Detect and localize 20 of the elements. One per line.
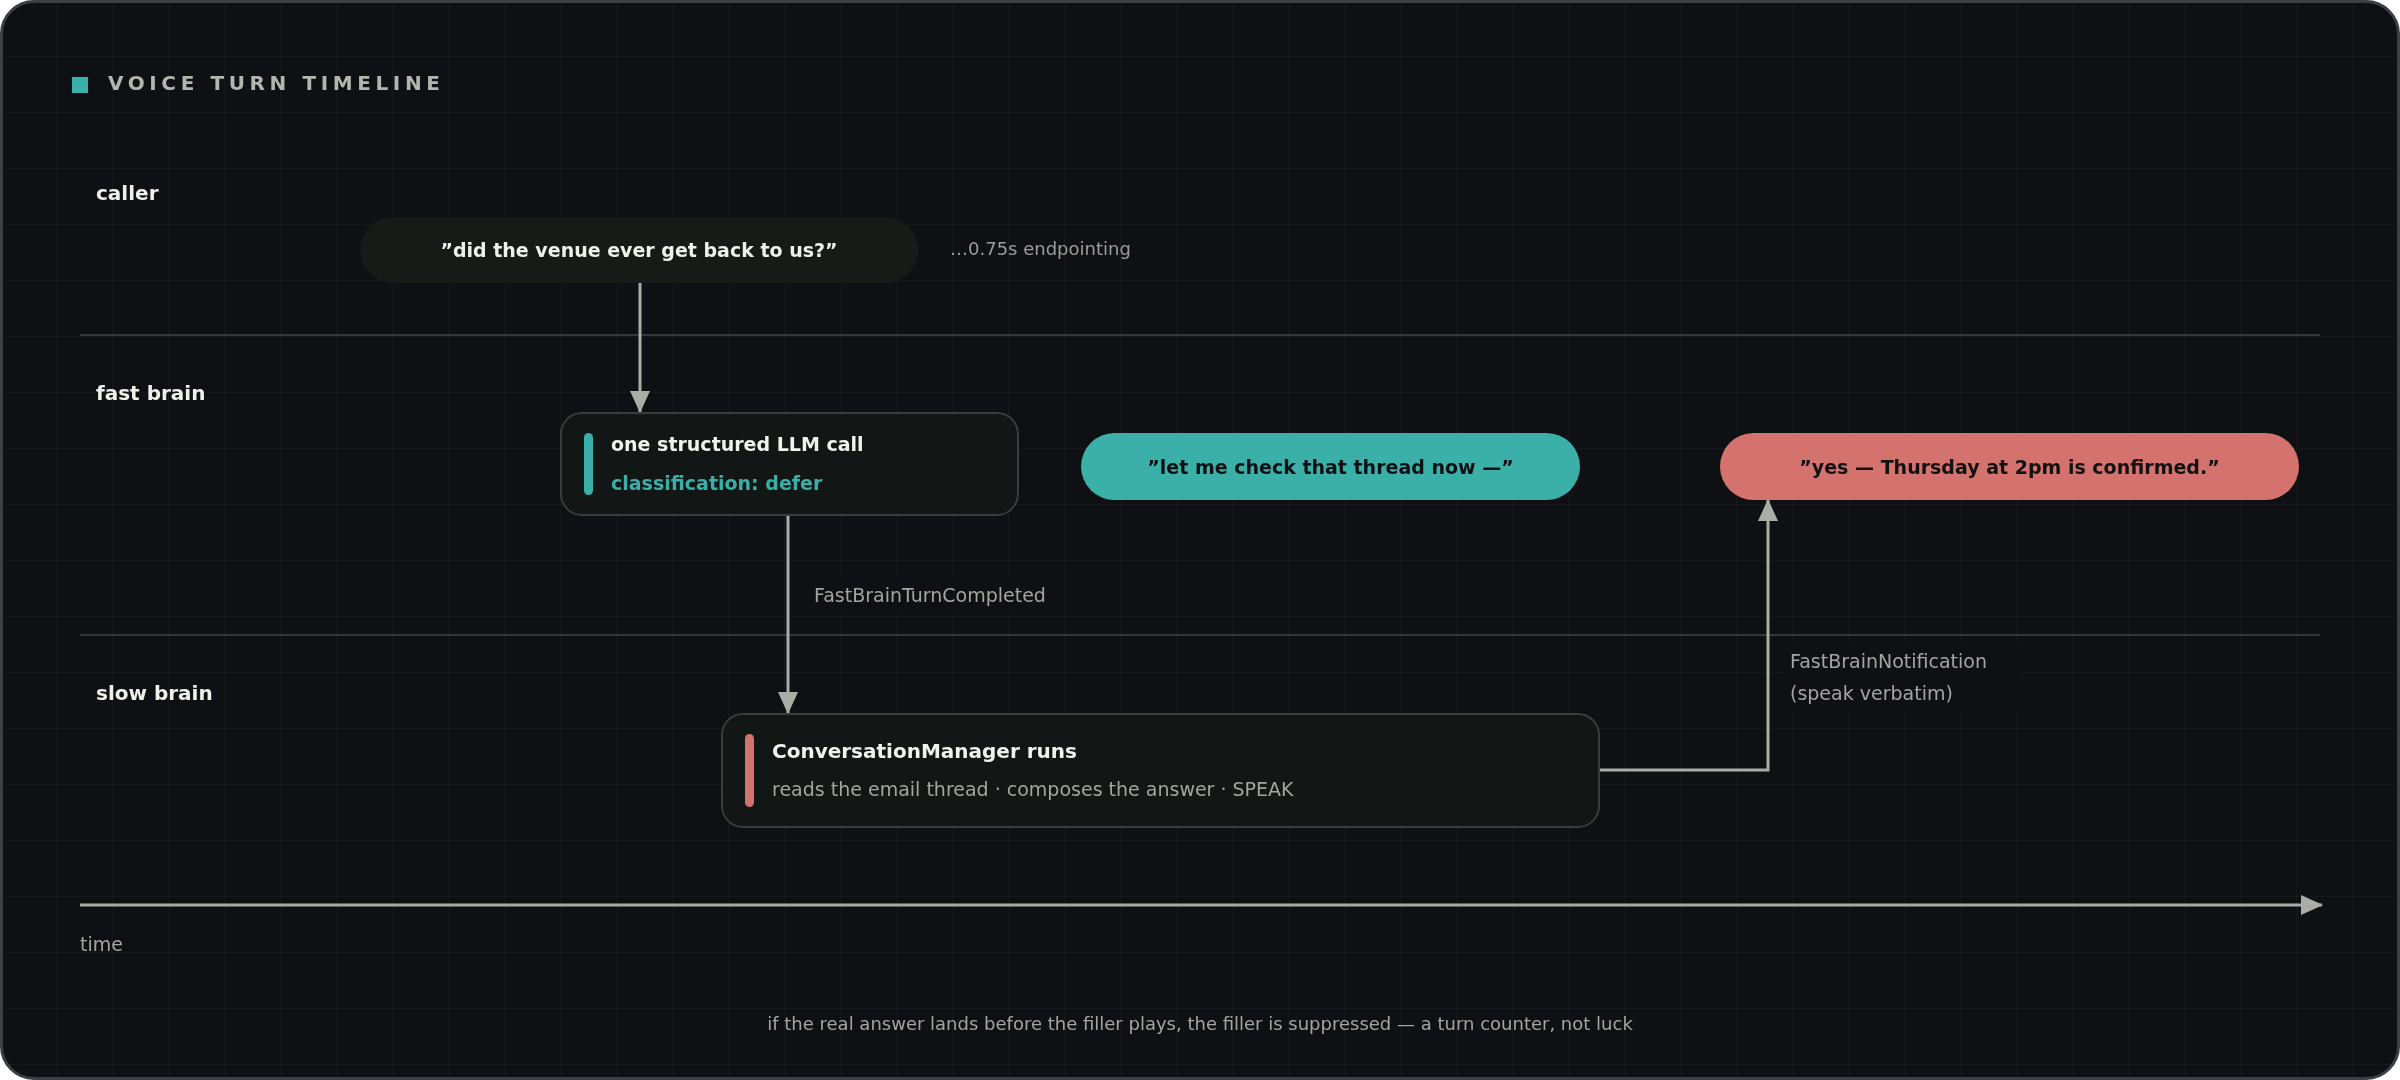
speech-bubble: ”yes — Thursday at 2pm is confirmed.” bbox=[1720, 433, 2299, 500]
step-detail: reads the email thread · composes the answer · SPEAK bbox=[772, 778, 1294, 801]
arrow bbox=[630, 283, 650, 413]
process-card bbox=[560, 412, 1019, 516]
arrow bbox=[1600, 499, 1778, 772]
speech-bubble: ”let me check that thread now —” bbox=[1081, 433, 1580, 500]
arrow bbox=[778, 516, 798, 714]
annotation-text: …0.75s endpointing bbox=[950, 238, 1131, 260]
edge-label: FastBrainNotification (speak verbatim) bbox=[1787, 645, 2019, 710]
step-title: ConversationManager runs bbox=[772, 739, 1077, 763]
process-card bbox=[721, 713, 1600, 828]
diagram-title: VOICE TURN TIMELINE bbox=[108, 71, 445, 95]
lane-label: slow brain bbox=[96, 681, 213, 705]
axis-label: time bbox=[80, 933, 123, 956]
speech-bubble: ”did the venue ever get back to us?” bbox=[360, 217, 918, 283]
step-title: one structured LLM call bbox=[611, 432, 864, 456]
caption: if the real answer lands before the filler plays, the filler is suppressed — a turn counter, not luck bbox=[767, 1013, 1633, 1035]
step-detail: classification: defer bbox=[611, 471, 823, 495]
lane-label: fast brain bbox=[96, 381, 206, 405]
lane-label: caller bbox=[96, 181, 159, 205]
